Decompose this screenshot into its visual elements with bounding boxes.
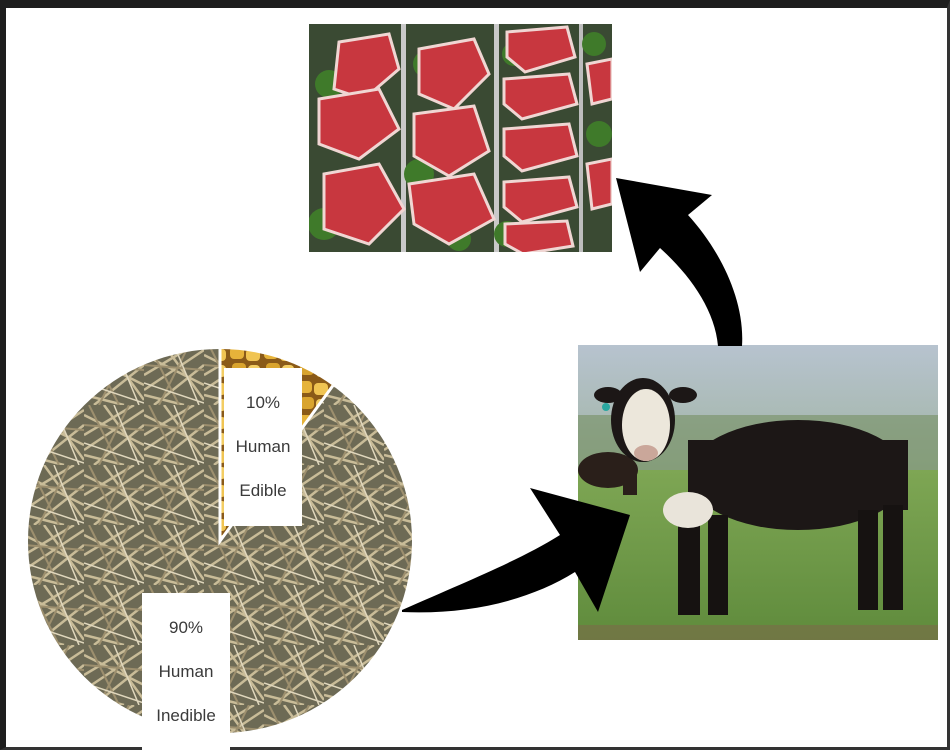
arrow-feed-to-calf xyxy=(402,488,630,612)
arrow-calf-to-meat xyxy=(616,178,742,346)
